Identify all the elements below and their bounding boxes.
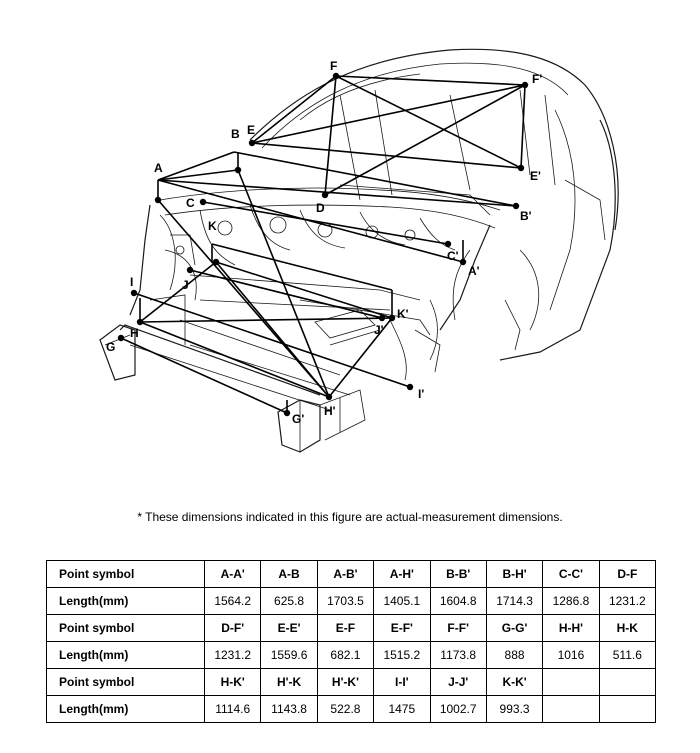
row-header: Point symbol [46, 668, 205, 696]
point-label: I' [418, 387, 424, 401]
table-row: Point symbol A-A' A-B A-B' A-H' B-B' B-H… [46, 560, 657, 588]
table-cell: 1286.8 [542, 587, 600, 615]
table-cell: E-F' [373, 614, 431, 642]
row-header: Length(mm) [46, 695, 205, 723]
table-cell: G-G' [485, 614, 544, 642]
measurement-lines [120, 75, 526, 414]
point-label: K [208, 219, 217, 233]
table-cell: E-E' [260, 614, 318, 642]
table-cell: 1173.8 [429, 641, 487, 669]
table-row: Length(mm) 1231.2 1559.6 682.1 1515.2 11… [46, 641, 657, 669]
table-cell: A-A' [203, 560, 262, 588]
table-cell: A-H' [373, 560, 431, 588]
point-label: G [106, 340, 115, 354]
point-label: B [231, 127, 240, 141]
table-cell: 1703.5 [316, 587, 375, 615]
table-cell: 993.3 [485, 695, 544, 723]
table-cell: A-B' [316, 560, 375, 588]
table-cell: 682.1 [316, 641, 375, 669]
point-label: G' [292, 412, 304, 426]
table-cell: B-H' [485, 560, 544, 588]
point-label: F [330, 59, 337, 73]
point-label: B' [520, 209, 532, 223]
table-cell [542, 695, 600, 723]
table-cell: 1143.8 [260, 695, 318, 723]
point-label: J' [374, 323, 384, 337]
body-dimension-diagram: A A' B B' C C' D E E' F F' G G' H H' I I… [99, 48, 619, 453]
point-labels: A A' B B' C C' D E E' F F' G G' H H' I I… [106, 59, 542, 426]
point-label: E [247, 123, 255, 137]
table-cell: A-B [260, 560, 318, 588]
table-cell: 1016 [542, 641, 600, 669]
table-cell [598, 695, 657, 723]
table-cell: 1114.6 [203, 695, 262, 723]
table-cell: H-K [598, 614, 657, 642]
table-cell: E-F [316, 614, 375, 642]
measurement-points [117, 72, 529, 417]
point-label: D [316, 201, 325, 215]
dimension-table: Point symbol A-A' A-B A-B' A-H' B-B' B-H… [46, 560, 657, 723]
table-cell: H'-K [260, 668, 318, 696]
point-label: A [154, 161, 163, 175]
point-label: A' [468, 264, 480, 278]
table-cell [542, 668, 600, 696]
point-label: C' [447, 249, 459, 263]
point-label: F' [532, 72, 542, 86]
table-cell: D-F [598, 560, 657, 588]
point-label: C [186, 196, 195, 210]
table-cell: 1564.2 [203, 587, 262, 615]
table-cell: I-I' [373, 668, 431, 696]
table-cell: H-H' [542, 614, 600, 642]
table-cell: 625.8 [260, 587, 318, 615]
table-cell: 1405.1 [373, 587, 431, 615]
table-cell [598, 668, 657, 696]
point-label: H' [324, 404, 336, 418]
table-cell: J-J' [429, 668, 487, 696]
table-cell: 1231.2 [598, 587, 657, 615]
table-cell: 1231.2 [203, 641, 262, 669]
table-cell: 1475 [373, 695, 431, 723]
row-header: Point symbol [46, 614, 205, 642]
table-cell: H'-K' [316, 668, 375, 696]
table-cell: 522.8 [316, 695, 375, 723]
table-row: Length(mm) 1114.6 1143.8 522.8 1475 1002… [46, 695, 657, 723]
table-cell: 511.6 [598, 641, 657, 669]
row-header: Length(mm) [46, 587, 205, 615]
table-cell: H-K' [203, 668, 262, 696]
table-row: Length(mm) 1564.2 625.8 1703.5 1405.1 16… [46, 587, 657, 615]
table-cell: D-F' [203, 614, 262, 642]
row-header: Length(mm) [46, 641, 205, 669]
table-cell: K-K' [485, 668, 544, 696]
car-body-outline [99, 48, 619, 453]
table-row: Point symbol H-K' H'-K H'-K' I-I' J-J' K… [46, 668, 657, 696]
table-cell: 1002.7 [429, 695, 487, 723]
table-cell: 1559.6 [260, 641, 318, 669]
table-cell: 1714.3 [485, 587, 544, 615]
table-cell: B-B' [429, 560, 487, 588]
table-cell: 888 [485, 641, 544, 669]
measurement-note: * These dimensions indicated in this fig… [137, 510, 563, 524]
table-cell: C-C' [542, 560, 600, 588]
point-label: K' [397, 307, 409, 321]
table-cell: 1515.2 [373, 641, 431, 669]
row-header: Point symbol [46, 560, 205, 588]
table-row: Point symbol D-F' E-E' E-F E-F' F-F' G-G… [46, 614, 657, 642]
table-cell: 1604.8 [429, 587, 487, 615]
point-label: I [130, 275, 133, 289]
point-label: E' [530, 169, 541, 183]
point-label: J [182, 278, 189, 292]
table-cell: F-F' [429, 614, 487, 642]
point-label: H [130, 326, 139, 340]
